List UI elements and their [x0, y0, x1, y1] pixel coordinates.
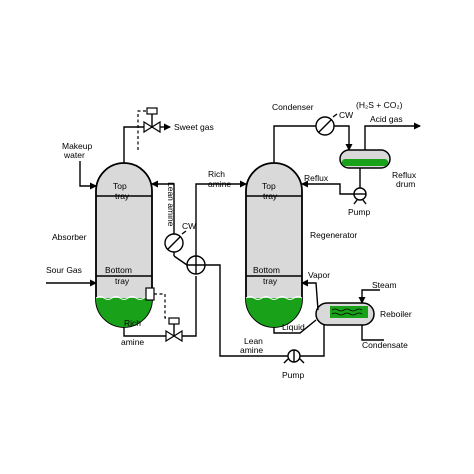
reboiler: [315, 302, 375, 326]
sweet-gas-label: Sweet gas: [174, 122, 214, 132]
regenerator-bottom-tray-label: tray: [263, 276, 278, 286]
lean-amine-cooler-icon: [164, 230, 187, 253]
absorber-column: [95, 162, 153, 328]
lean-amine-to-absorber-line: [151, 180, 175, 256]
regenerator-label: Regenerator: [310, 230, 357, 240]
rich-amine-to-regenerator-line: [195, 180, 247, 256]
absorber-top-tray-label: tray: [115, 191, 130, 201]
reflux-drum-label-1: Reflux: [392, 170, 417, 180]
lean-amine-pump-icon: [283, 349, 305, 364]
sour-gas-label: Sour Gas: [46, 265, 82, 275]
regenerator-bottom-label: Bottom: [253, 265, 280, 275]
condensate-label: Condensate: [362, 340, 408, 350]
absorber-bottom-label: Bottom: [105, 265, 132, 275]
reflux-pump-label: Pump: [348, 207, 370, 217]
rich-amine-line-2: [182, 276, 197, 337]
rich-amine-bottom-label-2: amine: [121, 337, 144, 347]
condensate-line: [361, 325, 384, 341]
condenser-label: Condenser: [272, 102, 314, 112]
acid-gas-formula-label: (H₂S + CO₂): [356, 100, 403, 110]
rich-amine-bottom-label-1: Rich: [124, 318, 141, 328]
exchanger-to-cooler-line: [173, 255, 188, 266]
lean-amine-from-reboiler-line: [300, 325, 325, 357]
makeup-water-line: [79, 161, 97, 190]
reflux-return-line: [301, 180, 354, 195]
lean-amine-return-line: [205, 264, 246, 357]
reboiler-label: Reboiler: [380, 309, 412, 319]
reflux-drum-label-2: drum: [396, 179, 415, 189]
acid-gas-outlet-line: [364, 122, 421, 150]
vapor-return-line: [301, 279, 319, 311]
lean-amine-vertical-label: Lean amine: [166, 182, 176, 227]
steam-label: Steam: [372, 280, 397, 290]
rich-amine-top-label-2: amine: [208, 179, 231, 189]
sweet-gas-valve-icon: [137, 107, 161, 150]
rich-amine-valve-icon: [165, 317, 183, 343]
liquid-to-reboiler-line: [273, 319, 317, 334]
liquid-label: Liquid: [282, 322, 305, 332]
makeup-label: Makeup: [62, 141, 93, 151]
condenser-icon: [315, 113, 338, 136]
lean-amine-bottom-label-1: Lean: [244, 336, 263, 346]
water-label: water: [63, 150, 85, 160]
rich-amine-line-1: [123, 331, 166, 337]
absorber-label: Absorber: [52, 232, 87, 242]
lean-amine-bottom-label-2: amine: [240, 345, 263, 355]
acid-gas-label: Acid gas: [370, 114, 403, 124]
condenser-to-drum-line: [334, 125, 353, 151]
condenser-cw-label: CW: [339, 110, 353, 120]
absorber-bottom-tray-label: tray: [115, 276, 130, 286]
rich-amine-top-label-1: Rich: [208, 169, 225, 179]
absorber-top-label: Top: [113, 181, 127, 191]
overhead-line: [273, 125, 316, 163]
lean-rich-exchanger-icon: [186, 255, 206, 275]
cooler-cw-label: CW: [182, 221, 196, 231]
reflux-label: Reflux: [304, 173, 329, 183]
regenerator-top-label: Top: [262, 181, 276, 191]
lean-amine-pump-label: Pump: [282, 370, 304, 380]
reflux-pump-icon: [353, 187, 367, 205]
reflux-drum: [339, 149, 391, 169]
vapor-label: Vapor: [308, 270, 330, 280]
steam-line: [358, 289, 380, 304]
regenerator-top-tray-label: tray: [263, 191, 278, 201]
sweet-gas-line-1: [123, 126, 148, 163]
level-controller-icon: [145, 287, 169, 319]
